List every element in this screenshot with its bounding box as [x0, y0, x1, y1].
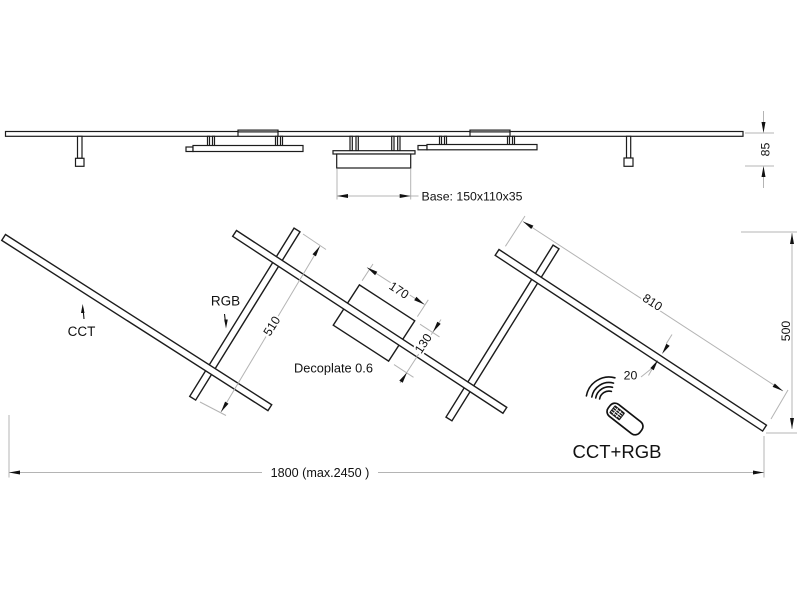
signal-wave-icon: [591, 381, 615, 398]
plan-view: 510 810 170 130: [0, 215, 797, 480]
cross-bar-rgb: [188, 227, 301, 402]
long-bar-middle: [231, 229, 508, 415]
base-box: [336, 153, 412, 169]
dim-1800: 1800 (max.2450 ): [8, 415, 765, 480]
long-bar-right: [494, 248, 768, 433]
dim-85: 85: [745, 111, 774, 188]
side-stem-foot: [623, 157, 634, 167]
dim-810: 810: [504, 215, 789, 420]
label-cct: CCT: [68, 304, 96, 339]
rgb-label: RGB: [211, 294, 240, 309]
dim-500: 500: [741, 231, 797, 434]
side-stem-foot: [74, 157, 85, 167]
dim-810-text: 810: [640, 291, 665, 314]
cross-bar-right: [445, 244, 560, 422]
dim-20-text: 20: [624, 369, 638, 383]
side-stem: [76, 135, 83, 159]
dim-500-text: 500: [779, 321, 793, 342]
signal-wave-icon: [594, 386, 614, 399]
signal-wave-icon: [585, 376, 616, 397]
side-sub-bar-left: [192, 144, 304, 153]
label-rgb: RGB: [211, 294, 240, 329]
decoplate-label: Decoplate 0.6: [294, 361, 373, 376]
remote-control-icon: CCT+RGB: [573, 376, 662, 462]
side-bar-overlap-strip: [237, 129, 279, 133]
remote-body: [606, 402, 644, 436]
signal-wave-icon: [598, 390, 613, 400]
remote-mode-label: CCT+RGB: [573, 441, 662, 462]
dim-1800-text: 1800 (max.2450 ): [271, 466, 370, 480]
side-view: 85 Base: 150x110x35: [4, 111, 774, 204]
side-sub-bar-right: [426, 143, 538, 151]
dim-base: Base: 150x110x35: [336, 169, 523, 204]
side-main-bar: [4, 130, 744, 137]
long-bar-cct: [0, 233, 273, 412]
side-bar-overlap-strip: [469, 129, 511, 133]
cct-label: CCT: [68, 324, 96, 339]
dim-510: 510: [199, 233, 327, 416]
dim-20: 20: [624, 334, 673, 383]
dim-510-text: 510: [260, 314, 283, 339]
base-label: Base: 150x110x35: [422, 190, 523, 204]
side-stem: [625, 135, 632, 159]
dim-85-text: 85: [758, 143, 772, 157]
